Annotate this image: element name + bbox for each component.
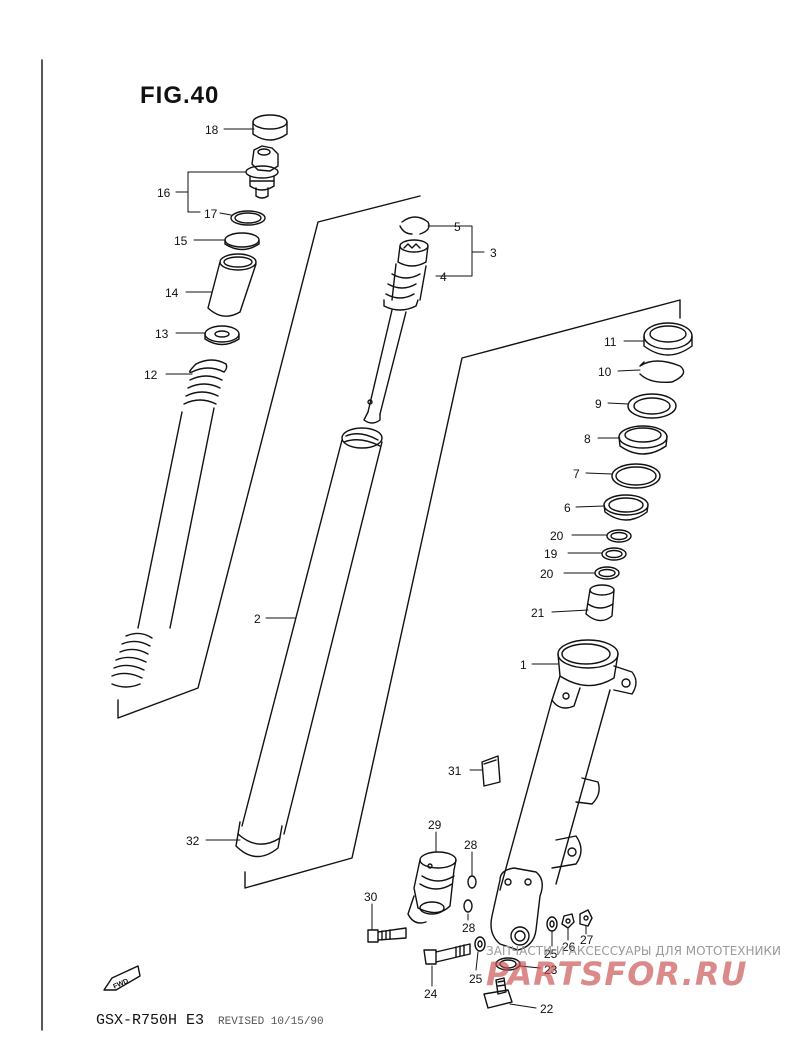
label-16: 16: [157, 186, 171, 200]
label-6: 6: [564, 501, 571, 515]
washer-28-upper[interactable]: [467, 875, 477, 889]
washer-15[interactable]: [224, 232, 260, 251]
snap-ring-5[interactable]: [399, 216, 430, 235]
figure-title: FIG.40: [140, 82, 220, 109]
inner-tube-2[interactable]: [241, 427, 383, 835]
nut-27[interactable]: [579, 909, 593, 927]
label-22: 22: [540, 1002, 554, 1016]
label-17: 17: [204, 207, 218, 221]
leader-lines: [165, 128, 645, 1009]
label-11: 11: [604, 335, 617, 349]
gasket-23[interactable]: [495, 957, 521, 971]
label-3: 3: [490, 246, 497, 260]
label-5: 5: [454, 220, 461, 234]
label-4: 4: [440, 270, 447, 284]
bolt-16[interactable]: [245, 145, 279, 199]
label-18: 18: [205, 123, 219, 137]
part-number-labels: 18 16 17 15 14 13 12 5 3 4 2 32 11 10 9 …: [144, 123, 617, 1016]
ring-20-lower[interactable]: [594, 566, 620, 580]
label-20-upper: 20: [550, 529, 564, 543]
label-32: 32: [186, 834, 200, 848]
axle-holder-29[interactable]: [407, 851, 457, 924]
bushing-6[interactable]: [603, 494, 649, 521]
label-26: 26: [562, 940, 576, 954]
oil-seal-9[interactable]: [627, 393, 677, 419]
label-7: 7: [573, 467, 580, 481]
bolt-24[interactable]: [423, 943, 471, 965]
label-1: 1: [520, 658, 527, 672]
ring-19[interactable]: [601, 547, 627, 561]
tube-group-bracket: [244, 299, 681, 889]
label-23: 23: [544, 963, 558, 977]
label-14: 14: [165, 286, 179, 300]
washer-25-lower[interactable]: [474, 936, 486, 952]
label-13: 13: [155, 327, 169, 341]
bushing-32[interactable]: [235, 821, 283, 858]
washer-25-upper[interactable]: [546, 916, 558, 932]
label-28-upper: 28: [464, 838, 478, 852]
spring-group-bracket: [117, 195, 421, 719]
o-ring-17[interactable]: [230, 210, 266, 226]
label-21: 21: [531, 606, 545, 620]
label-19: 19: [544, 547, 558, 561]
drain-bolt-22[interactable]: [483, 977, 513, 1009]
nut-26[interactable]: [561, 913, 575, 929]
watermark-text: ЗАПЧАСТИ И АКСЕССУАРЫ ДЛЯ МОТОТЕХНИКИ: [486, 944, 782, 958]
label-15: 15: [174, 234, 188, 248]
label-27: 27: [580, 933, 594, 947]
outer-tube-1[interactable]: [490, 639, 637, 951]
label-12: 12: [144, 368, 158, 382]
cap-18[interactable]: [252, 114, 288, 141]
forward-arrow-icon: FWD: [103, 965, 141, 991]
label-25-upper: 25: [544, 947, 558, 961]
ring-20-upper[interactable]: [606, 529, 632, 543]
bolt-30[interactable]: [367, 927, 407, 943]
washer-7[interactable]: [611, 463, 661, 489]
label-31: 31: [448, 764, 462, 778]
label-28-lower: 28: [462, 921, 476, 935]
fork-spring-12[interactable]: [111, 359, 228, 688]
label-30: 30: [364, 890, 378, 904]
retainer-8[interactable]: [618, 425, 668, 455]
label-29: 29: [428, 818, 442, 832]
washer-13[interactable]: [204, 325, 240, 346]
model-code: GSX-R750H E3: [96, 1012, 205, 1029]
label-24: 24: [424, 987, 438, 1001]
label-9: 9: [595, 397, 602, 411]
stopper-ring-10[interactable]: [639, 360, 685, 384]
damper-rod-4[interactable]: [363, 263, 427, 424]
dust-seal-11[interactable]: [643, 322, 693, 356]
label-10: 10: [598, 365, 612, 379]
oil-lock-piece-21[interactable]: [585, 584, 615, 622]
damper-top-3[interactable]: [397, 239, 429, 267]
label-8: 8: [584, 432, 591, 446]
label-25-lower: 25: [469, 972, 483, 986]
revised-note: REVISED 10/15/90: [218, 1016, 324, 1028]
label-20-lower: 20: [540, 567, 554, 581]
label-plate-31[interactable]: [481, 755, 501, 787]
washer-28-lower[interactable]: [463, 899, 473, 913]
watermark-logo[interactable]: PARTSFOR.RU: [486, 955, 748, 993]
spacer-14[interactable]: [207, 253, 257, 317]
label-2: 2: [254, 612, 261, 626]
